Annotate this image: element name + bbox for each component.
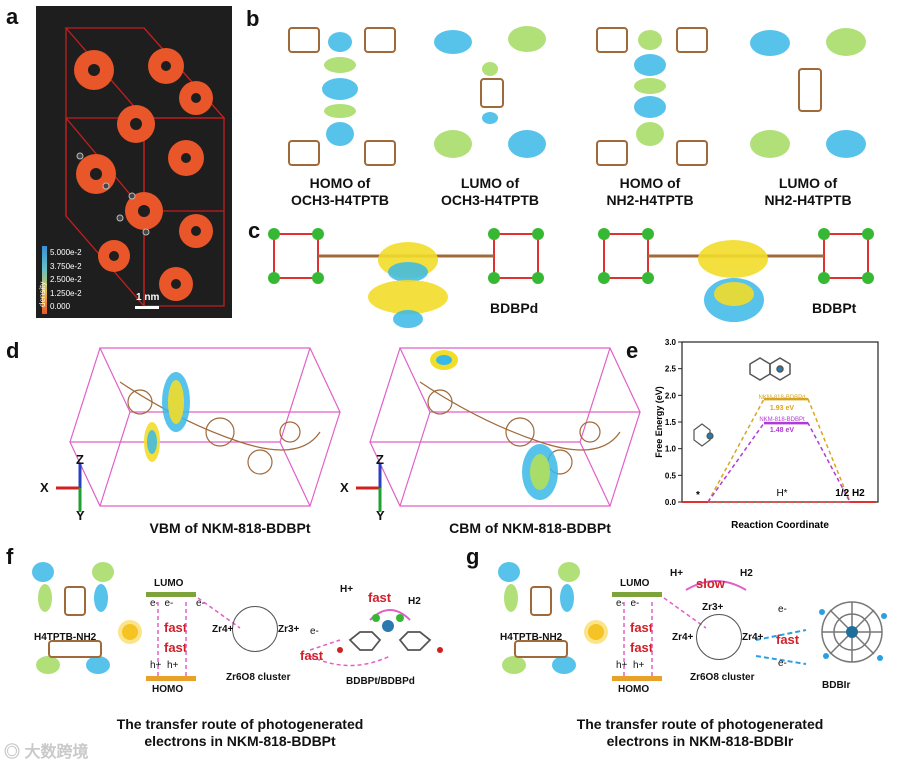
panel-e-letter: e bbox=[626, 338, 638, 364]
cluster-label-f: Zr6O8 cluster bbox=[226, 672, 290, 683]
series-label-bdbpd: NKM-818-BDBPd bbox=[758, 395, 805, 401]
axis-y-left: Y bbox=[76, 508, 85, 523]
fast-label-f4: fast bbox=[368, 590, 391, 605]
panel-d-letter: d bbox=[6, 338, 19, 364]
series-label-bdbpt: NKM-818-BDBPt bbox=[759, 417, 805, 423]
watermark-logo: ◎ 大数跨境 bbox=[4, 738, 88, 762]
vbm-structure bbox=[60, 342, 350, 512]
zr4-label-f: Zr4+ bbox=[212, 624, 233, 635]
ligand-orbitals-g bbox=[494, 556, 586, 696]
energy-label-bdbpt: 1.48 eV bbox=[770, 427, 794, 434]
y-tick-label: 3.0 bbox=[665, 338, 677, 347]
sun-icon-f bbox=[122, 624, 138, 640]
state-label-h-ads: H* bbox=[776, 488, 787, 499]
electron-label-g3: e- bbox=[778, 604, 787, 615]
zr3-label-g: Zr3+ bbox=[702, 602, 723, 613]
zr4-label-g2: Zr4+ bbox=[742, 632, 763, 643]
fast-label-f3: fast bbox=[300, 648, 323, 663]
panel-b-letter: b bbox=[246, 6, 259, 32]
cbm-structure bbox=[360, 342, 650, 512]
zr-cluster-g bbox=[696, 614, 742, 660]
panel-f-letter: f bbox=[6, 544, 13, 570]
scale-bar bbox=[135, 306, 159, 309]
y-tick-label: 1.5 bbox=[665, 418, 677, 427]
scale-bar-label: 1 nm bbox=[136, 292, 159, 303]
y-axis-label: Free Energy (eV) bbox=[654, 386, 664, 458]
proton-label-g: H+ bbox=[670, 568, 683, 579]
y-tick-label: 0.5 bbox=[665, 471, 677, 480]
series-path-0 bbox=[708, 399, 850, 502]
y-tick-label: 2.0 bbox=[665, 391, 677, 400]
cluster-label-g: Zr6O8 cluster bbox=[690, 672, 754, 683]
state-label-h2: 1/2 H2 bbox=[835, 488, 865, 499]
catalyst-label-g: BDBIr bbox=[822, 680, 850, 691]
zr4-label-g1: Zr4+ bbox=[672, 632, 693, 643]
bdbpt-label: BDBPt bbox=[812, 300, 856, 316]
h2-label-f: H2 bbox=[408, 596, 421, 607]
electron-label-f4: e- bbox=[310, 626, 319, 637]
energy-label-bdbpd: 1.93 eV bbox=[770, 405, 794, 412]
catalyst-molecule-f bbox=[330, 610, 450, 670]
panel-a-image: H2O density 5.000e-2 3.750e-2 2.500e-2 1… bbox=[36, 6, 232, 318]
catalyst-label-f: BDBPt/BDBPd bbox=[346, 676, 415, 687]
proton-label-f: H+ bbox=[340, 584, 353, 595]
zr-cluster-f bbox=[232, 606, 278, 652]
ligand-orbitals-f bbox=[28, 556, 120, 696]
axis-z-left: Z bbox=[76, 452, 84, 467]
watermark-icon: ◎ bbox=[4, 744, 20, 761]
ligand-label-f: H4TPTB-NH2 bbox=[34, 632, 96, 643]
y-tick-label: 1.0 bbox=[665, 445, 677, 454]
bdbir-molecule bbox=[808, 590, 896, 676]
h2-label-g: H2 bbox=[740, 568, 753, 579]
axis-y-right: Y bbox=[376, 508, 385, 523]
orbital-lumo-nh2 bbox=[748, 12, 868, 167]
zr3-label-f: Zr3+ bbox=[278, 624, 299, 635]
axis-z-right: Z bbox=[376, 452, 384, 467]
orbital-homo-nh2 bbox=[590, 12, 710, 167]
axis-x-right: X bbox=[340, 480, 349, 495]
panel-g-letter: g bbox=[466, 544, 479, 570]
x-axis-label: Reaction Coordinate bbox=[731, 520, 829, 531]
y-tick-label: 0.0 bbox=[665, 498, 677, 507]
panel-c-letter: c bbox=[248, 218, 260, 244]
panel-a-letter: a bbox=[6, 4, 18, 30]
state-label-initial: * bbox=[696, 490, 700, 501]
slow-label-g: slow bbox=[696, 576, 725, 591]
colorbar-ticks: 5.000e-2 3.750e-2 2.500e-2 1.250e-2 0.00… bbox=[50, 246, 82, 314]
electron-label-g4: e- bbox=[778, 658, 787, 669]
y-tick-label: 2.5 bbox=[665, 365, 677, 374]
electron-label-f3: e- bbox=[196, 598, 205, 609]
caption-vbm: VBM of NKM-818-BDBPt bbox=[110, 520, 350, 537]
sun-icon-g bbox=[588, 624, 604, 640]
orbital-lumo-och3 bbox=[430, 12, 550, 167]
orbital-homo-och3 bbox=[280, 12, 400, 167]
bdbpd-label: BDBPd bbox=[490, 300, 538, 316]
molecule-icon-top bbox=[750, 358, 790, 380]
molecule-icon-left bbox=[694, 424, 713, 446]
free-energy-chart: 0.0 0.5 1.0 1.5 2.0 2.5 3.0 NKM-818-BDBPd 1.93… bbox=[640, 338, 890, 538]
axis-x-left: X bbox=[40, 480, 49, 495]
fast-label-g3: fast bbox=[776, 632, 799, 647]
ligand-label-g: H4TPTB-NH2 bbox=[500, 632, 562, 643]
caption-cbm: CBM of NKM-818-BDBPt bbox=[410, 520, 650, 537]
colorbar-title: H2O density bbox=[29, 263, 47, 307]
